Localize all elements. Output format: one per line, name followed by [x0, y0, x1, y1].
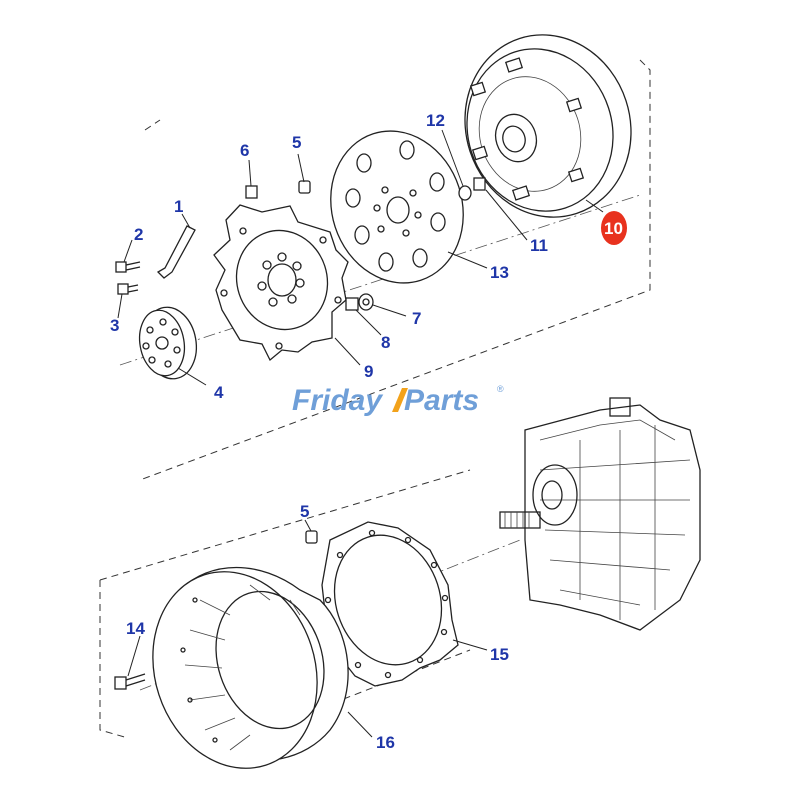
callout-8: 8 — [381, 333, 390, 352]
callout-13: 13 — [490, 263, 509, 282]
callout-14: 14 — [126, 619, 145, 638]
top-assembly-boundary — [119, 59, 651, 481]
bolt-2 — [115, 261, 141, 273]
callouts: 1 2 3 4 5 6 7 8 9 10 11 12 13 14 5 15 16 — [110, 111, 623, 752]
callout-6: 6 — [240, 141, 249, 160]
callout-3: 3 — [110, 316, 119, 335]
bolt-8 — [345, 297, 359, 311]
torque-converter — [464, 34, 632, 218]
watermark-text-b: Parts — [404, 384, 479, 417]
watermark-registered: ® — [497, 384, 504, 394]
flex-plate — [330, 130, 464, 284]
callout-16: 16 — [376, 733, 395, 752]
callout-5-top: 5 — [292, 133, 301, 152]
callout-9: 9 — [364, 362, 373, 381]
watermark-slash-icon — [392, 388, 408, 412]
callout-4: 4 — [214, 383, 224, 402]
watermark-text-a: Friday — [292, 384, 383, 417]
bolt-14 — [114, 673, 146, 690]
callout-2: 2 — [134, 225, 143, 244]
callout-5-bottom: 5 — [300, 502, 309, 521]
highlight-marker — [601, 211, 627, 245]
gasket — [321, 521, 459, 687]
callout-7: 7 — [412, 309, 421, 328]
callout-10: 10 — [604, 219, 623, 238]
nut-5-bottom — [305, 530, 318, 544]
callout-1: 1 — [174, 197, 183, 216]
washer-12 — [458, 185, 472, 201]
callout-11: 11 — [530, 236, 548, 255]
leader-lines — [117, 129, 604, 738]
washer-7 — [358, 293, 374, 311]
drive-plate — [213, 204, 349, 362]
watermark-logo: Friday Parts ® — [292, 384, 504, 417]
bolt-6 — [245, 185, 258, 199]
transmission — [499, 397, 701, 631]
hub — [138, 306, 198, 380]
callout-12: 12 — [426, 111, 445, 130]
bracket — [156, 225, 196, 279]
nut-5-top — [298, 180, 311, 194]
flywheel-housing — [152, 566, 349, 769]
bolt-11 — [473, 177, 486, 191]
bolt-3 — [117, 283, 139, 295]
callout-15: 15 — [490, 645, 509, 664]
